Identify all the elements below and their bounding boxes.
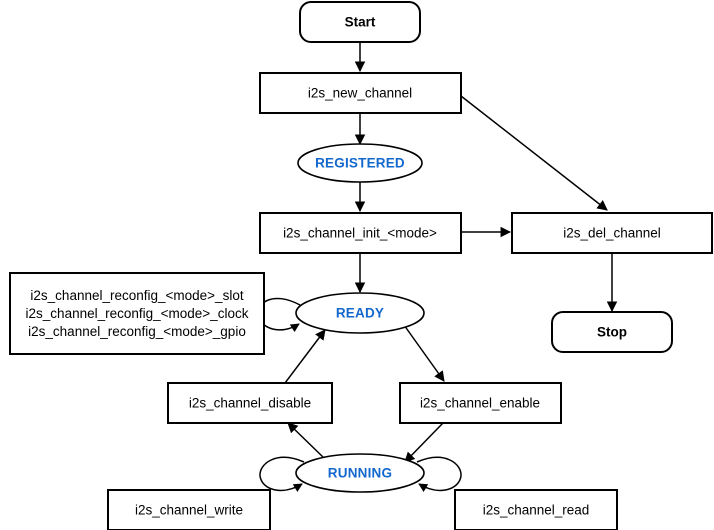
node-read[interactable]: i2s_channel_read (454, 489, 618, 530)
disable-shape (167, 382, 333, 424)
disable-label: i2s_channel_disable (189, 396, 311, 411)
node-enable[interactable]: i2s_channel_enable (399, 382, 562, 424)
read-shape (454, 489, 618, 530)
ready-shape (295, 292, 425, 334)
del-channel-shape (511, 212, 713, 254)
edge-new-channel-to-del-channel (460, 95, 608, 211)
reconfig-line-3: i2s_channel_reconfig_<mode>_gpio (28, 324, 246, 339)
del-channel-label: i2s_del_channel (563, 226, 661, 241)
node-start[interactable]: Start (299, 1, 421, 43)
ready-label: READY (336, 306, 384, 321)
enable-shape (399, 382, 562, 424)
init-mode-shape (259, 212, 462, 254)
running-shape (295, 453, 425, 493)
running-label: RUNNING (328, 466, 392, 481)
new-channel-shape (259, 72, 462, 114)
edge-disable-to-ready (284, 329, 326, 384)
new-channel-label: i2s_new_channel (308, 86, 412, 101)
registered-label: REGISTERED (315, 156, 405, 171)
stop-shape (551, 311, 673, 353)
enable-label: i2s_channel_enable (420, 396, 540, 411)
init-mode-label: i2s_channel_init_<mode> (283, 226, 437, 241)
stop-label: Stop (597, 325, 627, 340)
edge-layer (257, 42, 618, 493)
start-shape (299, 1, 421, 43)
node-del-channel[interactable]: i2s_del_channel (511, 212, 713, 254)
start-label: Start (345, 15, 376, 30)
reconfig-line-2: i2s_channel_reconfig_<mode>_clock (26, 306, 249, 321)
node-new-channel[interactable]: i2s_new_channel (259, 72, 462, 114)
node-reconfig-box[interactable]: i2s_channel_reconfig_<mode>_slot i2s_cha… (9, 272, 265, 355)
registered-shape (297, 143, 423, 183)
edge-running-self-loop-left (259, 456, 305, 493)
node-running[interactable]: RUNNING (295, 453, 425, 493)
node-registered[interactable]: REGISTERED (297, 143, 423, 183)
node-ready[interactable]: READY (295, 292, 425, 334)
edge-running-self-loop-right (416, 456, 462, 493)
reconfig-box-shape (9, 272, 265, 355)
reconfig-line-1: i2s_channel_reconfig_<mode>_slot (30, 288, 243, 303)
write-shape (107, 489, 271, 530)
edge-enable-to-running (404, 422, 444, 463)
edge-ready-to-enable (403, 324, 445, 382)
node-write[interactable]: i2s_channel_write (107, 489, 271, 530)
write-label: i2s_channel_write (135, 503, 243, 518)
node-disable[interactable]: i2s_channel_disable (167, 382, 333, 424)
edge-running-to-disable (287, 422, 326, 460)
node-init-mode[interactable]: i2s_channel_init_<mode> (259, 212, 462, 254)
node-stop[interactable]: Stop (551, 311, 673, 353)
read-label: i2s_channel_read (483, 503, 590, 518)
